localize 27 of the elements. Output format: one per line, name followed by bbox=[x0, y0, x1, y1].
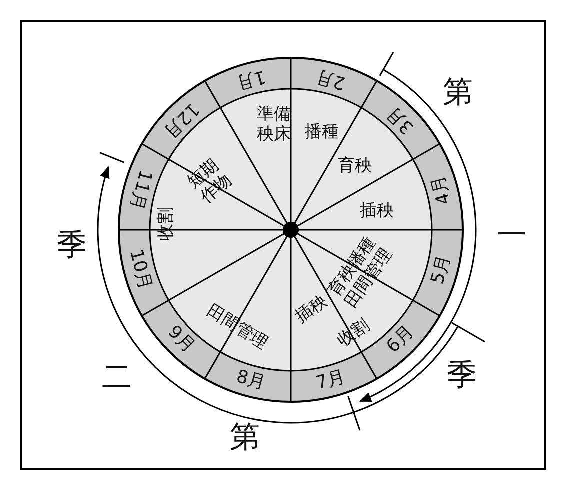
month-label: 12月 bbox=[158, 98, 202, 142]
activity-label: 育秧 bbox=[338, 157, 372, 177]
month-label: 11月 bbox=[125, 167, 156, 212]
month-label: 5月 bbox=[428, 253, 456, 288]
month-label: 2月 bbox=[314, 66, 348, 94]
month-label: 7月 bbox=[314, 366, 348, 394]
season-label: 季 bbox=[447, 358, 477, 394]
month-label: 3月 bbox=[384, 102, 420, 138]
activity-label: 插秧 bbox=[292, 292, 332, 328]
season-label: 第 bbox=[230, 420, 260, 456]
season-label: 季 bbox=[57, 228, 87, 264]
season-label: 一 bbox=[497, 218, 527, 254]
month-label: 1月 bbox=[234, 66, 268, 94]
month-label: 10月 bbox=[125, 248, 156, 293]
activity-label: 短期作物 bbox=[184, 156, 236, 208]
season-label: 二 bbox=[102, 360, 132, 396]
month-label: 6月 bbox=[384, 322, 420, 358]
month-label: 9月 bbox=[162, 322, 198, 358]
activity-label: 收割 bbox=[157, 207, 177, 241]
activity-label: 田間管理 bbox=[202, 302, 272, 354]
month-label: 8月 bbox=[234, 366, 268, 394]
activity-label: 播種 bbox=[305, 123, 339, 143]
activity-label: 插秧 bbox=[360, 202, 394, 222]
activity-label: 準備秧床 bbox=[256, 105, 292, 145]
month-label: 4月 bbox=[428, 172, 456, 206]
season-label: 第 bbox=[443, 76, 473, 110]
activity-label: 收割 bbox=[334, 316, 374, 352]
